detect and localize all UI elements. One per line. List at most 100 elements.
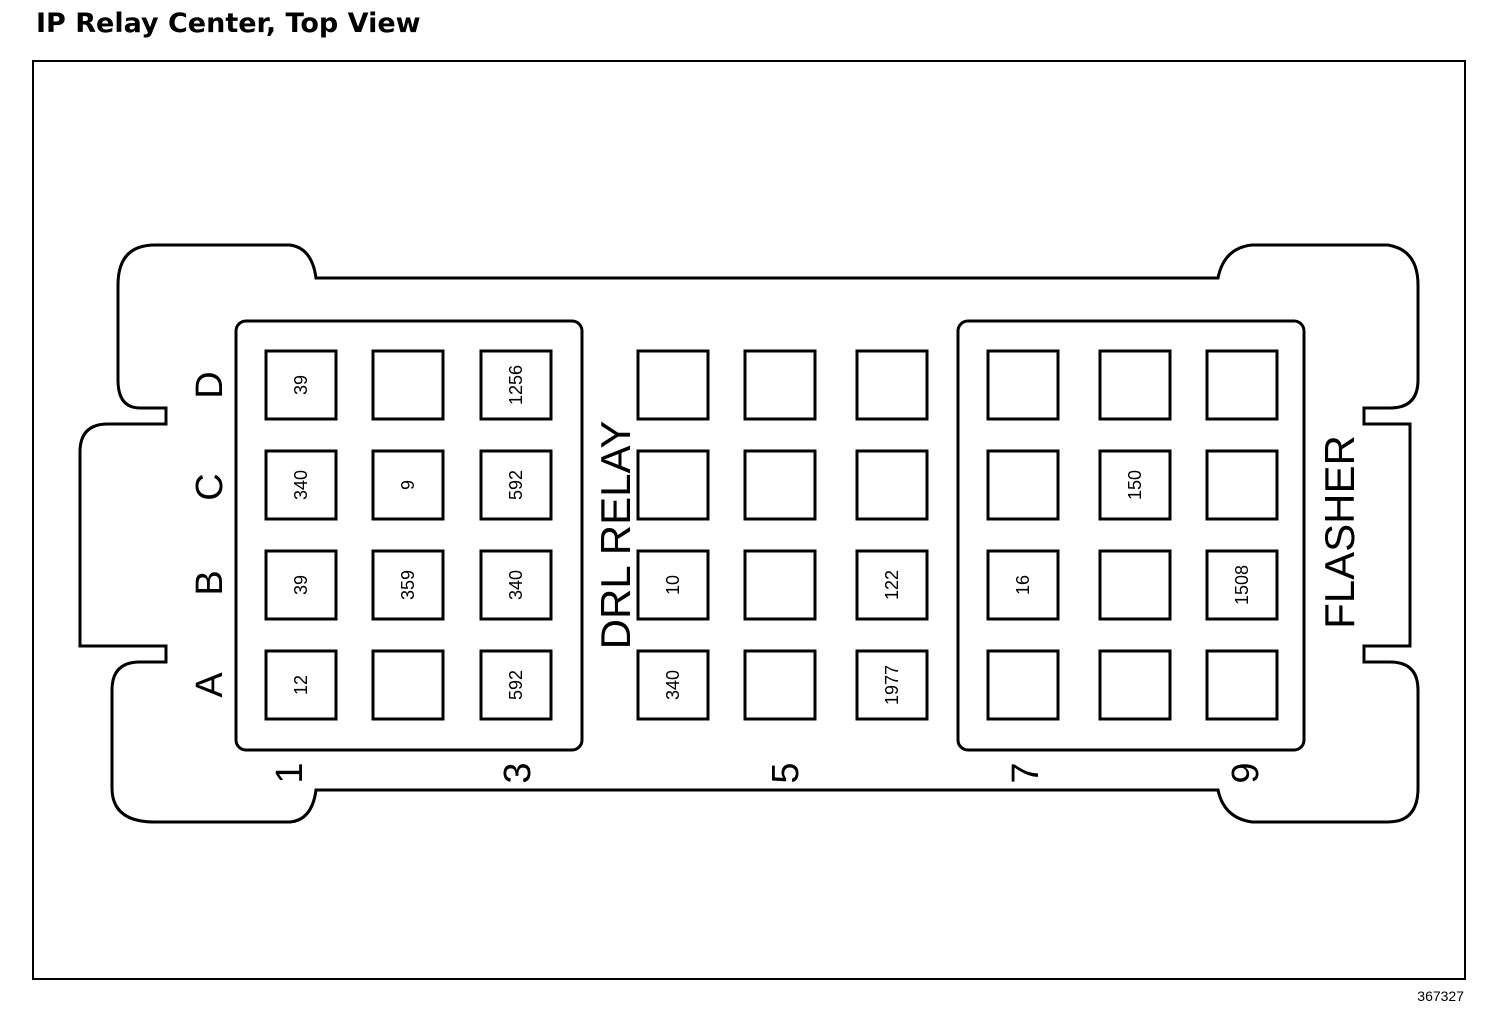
terminal-box bbox=[986, 549, 1060, 621]
terminal-cell bbox=[636, 349, 710, 421]
terminal-cell: 1256 bbox=[479, 349, 553, 421]
terminal-cell: 39 bbox=[264, 349, 338, 421]
housing-outline bbox=[78, 243, 1420, 824]
terminal-box bbox=[371, 649, 445, 721]
terminal-box bbox=[264, 549, 338, 621]
terminal-cell bbox=[743, 449, 817, 521]
terminal-cell bbox=[743, 349, 817, 421]
terminal-cell: 592 bbox=[479, 649, 553, 721]
col-label-5: 5 bbox=[765, 762, 807, 783]
terminal-box bbox=[636, 349, 710, 421]
terminal-box bbox=[1098, 549, 1172, 621]
col-label-7: 7 bbox=[1005, 762, 1047, 783]
terminal-cell bbox=[371, 349, 445, 421]
terminal-box bbox=[986, 649, 1060, 721]
terminal-box bbox=[479, 349, 553, 421]
terminal-box bbox=[855, 449, 929, 521]
row-label-d: D bbox=[189, 371, 231, 398]
circuit-number: 16 bbox=[1013, 575, 1033, 595]
terminal-box bbox=[1205, 449, 1279, 521]
terminal-box bbox=[986, 349, 1060, 421]
circuit-number: 1977 bbox=[882, 665, 902, 705]
terminal-cell bbox=[855, 449, 929, 521]
terminal-box bbox=[1205, 549, 1279, 621]
row-label-c: C bbox=[189, 473, 231, 500]
terminal-cell bbox=[1098, 549, 1172, 621]
circuit-number: 592 bbox=[506, 470, 526, 500]
terminal-cell: 122 bbox=[855, 549, 929, 621]
circuit-number: 340 bbox=[506, 570, 526, 600]
terminal-box bbox=[264, 349, 338, 421]
left-relay-block bbox=[234, 319, 584, 752]
terminal-box bbox=[479, 449, 553, 521]
terminal-box bbox=[479, 549, 553, 621]
terminal-cell: 340 bbox=[479, 549, 553, 621]
circuit-number: 39 bbox=[291, 575, 311, 595]
diagram-title: IP Relay Center, Top View bbox=[36, 8, 421, 39]
terminal-box bbox=[1205, 649, 1279, 721]
circuit-number: 340 bbox=[663, 670, 683, 700]
terminal-box bbox=[479, 649, 553, 721]
terminal-cell bbox=[1205, 649, 1279, 721]
terminal-box bbox=[1098, 449, 1172, 521]
terminal-box bbox=[986, 449, 1060, 521]
terminal-box bbox=[855, 349, 929, 421]
terminal-cell: 10 bbox=[636, 549, 710, 621]
col-label-1: 1 bbox=[269, 762, 311, 783]
terminal-cell bbox=[636, 449, 710, 521]
circuit-number: 592 bbox=[506, 670, 526, 700]
terminal-box bbox=[636, 449, 710, 521]
circuit-number: 1508 bbox=[1232, 565, 1252, 605]
circuit-number: 39 bbox=[291, 375, 311, 395]
col-label-9: 9 bbox=[1225, 762, 1267, 783]
circuit-number: 9 bbox=[398, 480, 418, 490]
circuit-number: 12 bbox=[291, 675, 311, 695]
terminal-box bbox=[743, 549, 817, 621]
terminal-cell: 1977 bbox=[855, 649, 929, 721]
terminal-cell bbox=[986, 449, 1060, 521]
terminal-cell: 1508 bbox=[1205, 549, 1279, 621]
terminal-cell: 16 bbox=[986, 549, 1060, 621]
terminal-cell bbox=[1205, 349, 1279, 421]
terminal-box bbox=[743, 649, 817, 721]
circuit-number: 359 bbox=[398, 570, 418, 600]
col-label-3: 3 bbox=[497, 762, 539, 783]
row-label-a: A bbox=[189, 672, 231, 698]
terminal-cell: 359 bbox=[371, 549, 445, 621]
terminal-cell: 340 bbox=[264, 449, 338, 521]
terminal-cell bbox=[743, 549, 817, 621]
terminal-cell bbox=[986, 349, 1060, 421]
terminal-box bbox=[1205, 349, 1279, 421]
terminal-cell: 592 bbox=[479, 449, 553, 521]
terminal-cell bbox=[1098, 649, 1172, 721]
terminal-box bbox=[264, 649, 338, 721]
terminal-box bbox=[743, 449, 817, 521]
terminal-box bbox=[371, 349, 445, 421]
terminal-box bbox=[1098, 349, 1172, 421]
terminal-box bbox=[371, 449, 445, 521]
terminal-box bbox=[264, 449, 338, 521]
terminal-box bbox=[1098, 649, 1172, 721]
cells-layer: 39 1256 340 9 592 150 39 359 340 10 122 16 1508 12 592… bbox=[264, 349, 1279, 721]
terminal-cell: 150 bbox=[1098, 449, 1172, 521]
terminal-cell: 9 bbox=[371, 449, 445, 521]
flasher-label: FLASHER bbox=[1316, 435, 1363, 629]
terminal-box bbox=[855, 549, 929, 621]
terminal-cell: 39 bbox=[264, 549, 338, 621]
terminal-cell bbox=[986, 649, 1060, 721]
drl-relay-label: DRL RELAY bbox=[592, 421, 639, 650]
terminal-cell bbox=[743, 649, 817, 721]
circuit-number: 150 bbox=[1125, 470, 1145, 500]
terminal-cell bbox=[855, 349, 929, 421]
terminal-cell bbox=[1098, 349, 1172, 421]
terminal-box bbox=[743, 349, 817, 421]
figure-number: 367327 bbox=[1417, 988, 1464, 1004]
terminal-box bbox=[636, 549, 710, 621]
diagram-frame bbox=[32, 60, 1466, 980]
terminal-cell: 12 bbox=[264, 649, 338, 721]
terminal-box bbox=[855, 649, 929, 721]
terminal-cell bbox=[371, 649, 445, 721]
circuit-number: 340 bbox=[291, 470, 311, 500]
terminal-cell: 340 bbox=[636, 649, 710, 721]
